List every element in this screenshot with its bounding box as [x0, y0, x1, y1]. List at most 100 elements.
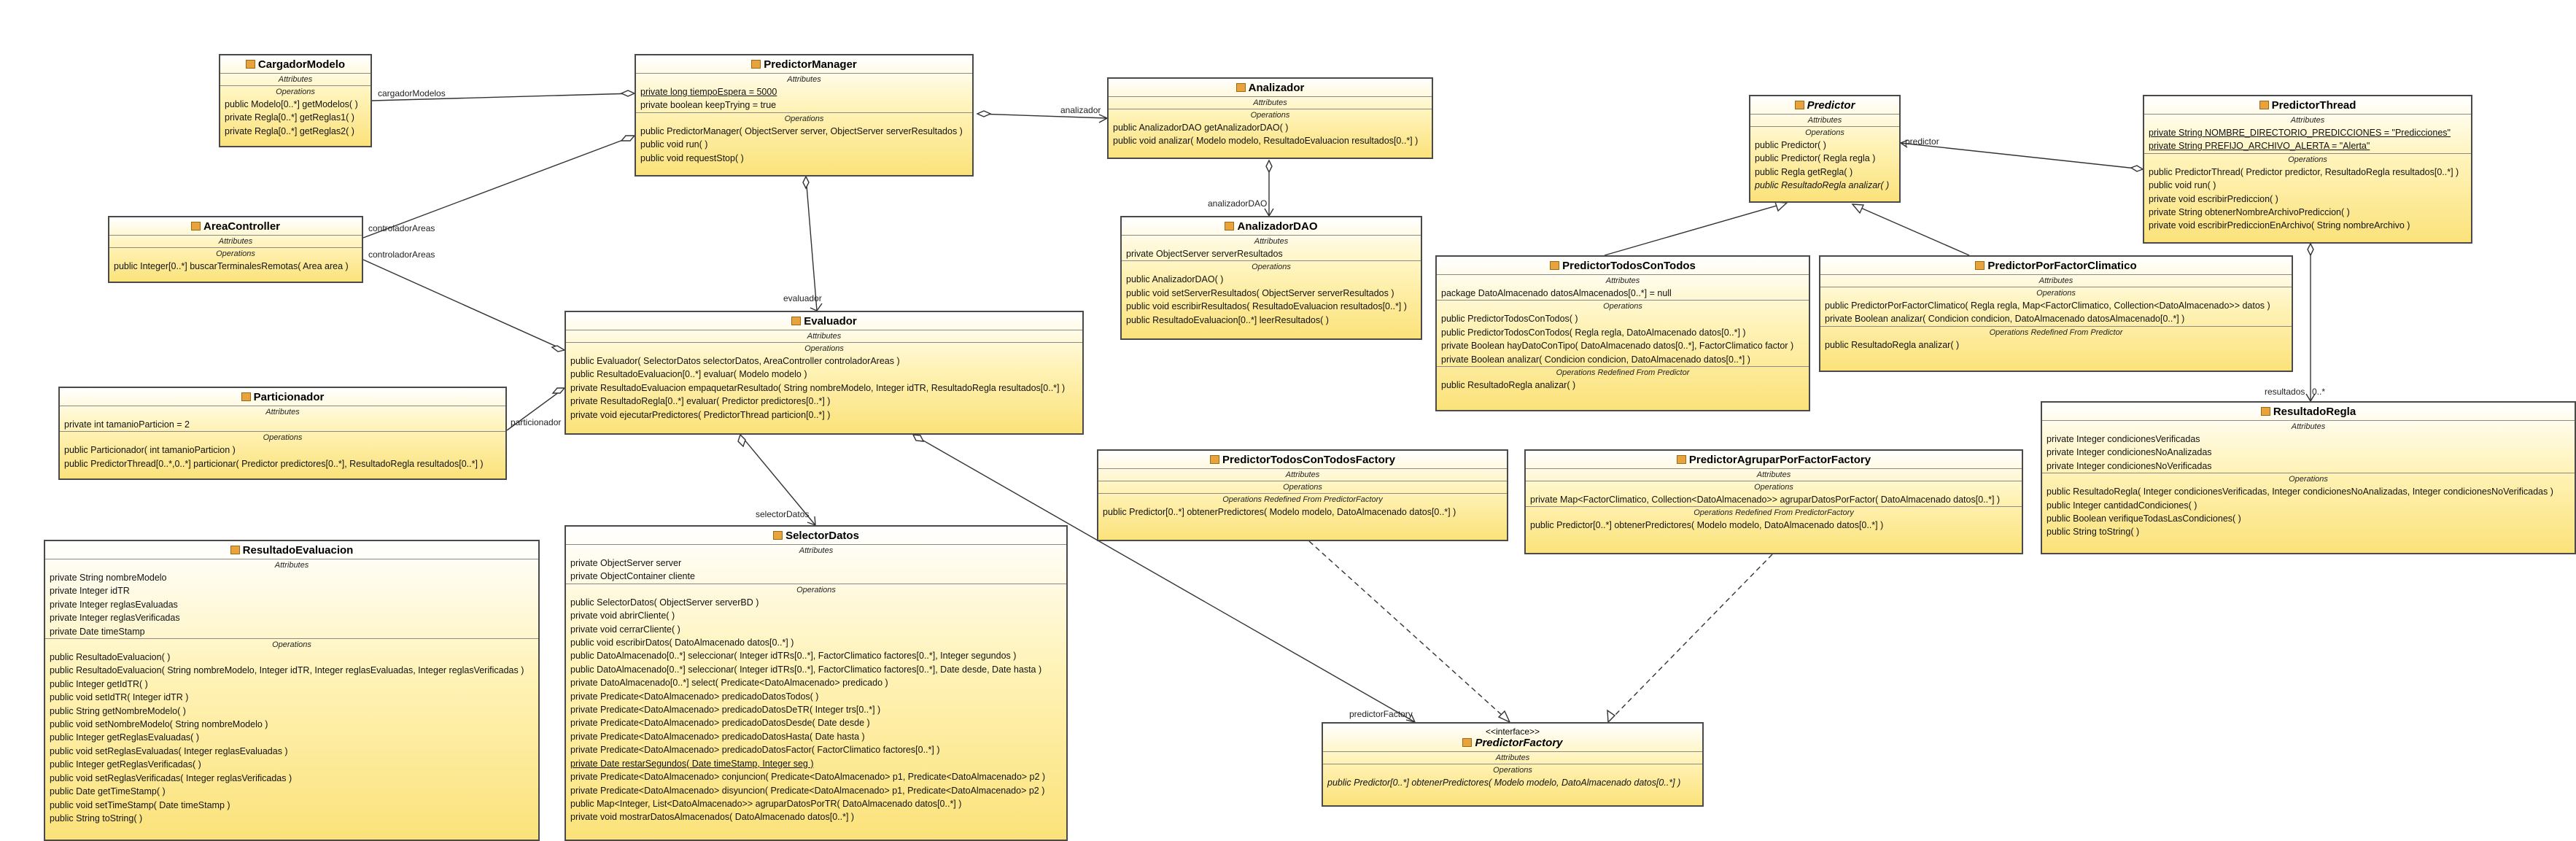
attributes-heading: Attributes [2290, 116, 2325, 125]
redefined-operations-heading: Operations Redefined From Predictor [1556, 368, 1690, 378]
divider [1122, 260, 1421, 262]
redefined-operations-heading: Operations Redefined From PredictorFacto… [1222, 495, 1383, 504]
divider [1437, 366, 1809, 368]
edge-label-cargador-modelos: cargadorModelos [378, 88, 446, 98]
class-icon [2260, 407, 2270, 416]
class-header: Analizador [1109, 79, 1432, 97]
divider [1820, 325, 2292, 327]
attribute-line: private ObjectServer serverResultados [1126, 249, 1283, 259]
attributes-heading: Attributes [1285, 470, 1320, 479]
class-icon [1550, 261, 1560, 270]
redefined-operation-line: public Predictor[0..*] obtenerPredictore… [1530, 520, 1884, 531]
operation-line: private String obtenerNombreArchivoPredi… [2149, 207, 2350, 218]
class-header: SelectorDatos [566, 527, 1066, 545]
operation-line: public ResultadoEvaluacion( String nombr… [50, 665, 524, 676]
divider [1526, 506, 2022, 508]
edge-factor-predictor [1852, 204, 1970, 256]
class-icon [1210, 455, 1220, 464]
operations-heading: Operations [784, 114, 824, 123]
operations-heading: Operations [272, 640, 311, 650]
operation-line: private Regla[0..*] getReglas2( ) [225, 125, 354, 136]
attribute-line: private int tamanioParticion = 2 [64, 419, 190, 430]
operation-line: private Date restarSegundos( Date timeSt… [570, 758, 814, 769]
edge-label-resultados: resultados [2265, 387, 2305, 397]
attribute-line: private Date timeStamp [50, 626, 145, 637]
edge-label-controlador-areas-1: controladorAreas [368, 223, 435, 233]
class-name: ResultadoEvaluacion [242, 544, 354, 557]
redefined-operation-line: public ResultadoRegla analizar( ) [1825, 339, 1960, 350]
operation-line: public Predictor( ) [1755, 140, 1826, 150]
edge-label-selector-datos: selectorDatos [756, 509, 810, 519]
operation-line: public SelectorDatos( ObjectServer serve… [570, 597, 759, 608]
attributes-heading: Attributes [1756, 470, 1791, 479]
operation-line: public Evaluador( SelectorDatos selector… [570, 356, 900, 366]
operation-line: public Date getTimeStamp( ) [50, 786, 166, 797]
class-icon [1975, 261, 1985, 270]
operation-line: public AnalizadorDAO( ) [1126, 274, 1224, 285]
edge-label-resultados-multiplicity: 0..* [2312, 387, 2326, 397]
attribute-line: private String nombreModelo [50, 573, 167, 583]
operation-line: public AnalizadorDAO getAnalizadorDAO( ) [1113, 123, 1289, 133]
attribute-line: private boolean keepTrying = true [640, 100, 777, 111]
class-name: PredictorManager [764, 58, 857, 71]
operation-line: private Predicate<DatoAlmacenado> predic… [570, 731, 865, 742]
operation-line: public void setTimeStamp( Date timeStamp… [50, 799, 230, 810]
operation-line: public ResultadoEvaluacion( ) [50, 652, 171, 663]
operation-line: public void setServerResultados( ObjectS… [1126, 287, 1394, 298]
operations-heading: Operations [1754, 483, 1793, 492]
operation-line: private Predicate<DatoAlmacenado> disyun… [570, 785, 1045, 796]
operation-line: public void run( ) [640, 139, 708, 150]
operation-line: private Regla[0..*] getReglas1( ) [225, 112, 354, 123]
aggregation-diamond [1265, 159, 1273, 174]
class-header: CargadorModelo [220, 55, 371, 74]
divider [1437, 300, 1809, 301]
edge-todosfactory-factory [1308, 540, 1510, 723]
edge-evaluador-factory [912, 434, 1416, 723]
operations-heading: Operations [276, 88, 315, 96]
operation-line: public Modelo[0..*] getModelos( ) [225, 99, 358, 109]
edge-manager-evaluador [805, 176, 818, 311]
operation-line: private Boolean hayDatoConTipo( DatoAlma… [1441, 341, 1794, 352]
aggregation-diamond [2130, 165, 2144, 172]
attributes-heading: Attributes [274, 561, 309, 570]
class-header: Particionador [60, 388, 505, 406]
redefined-operations-heading: Operations Redefined From Predictor [1989, 328, 2123, 337]
class-name: Analizador [1248, 82, 1305, 94]
divider [60, 431, 505, 433]
operations-heading: Operations [1250, 111, 1290, 120]
attributes-heading: Attributes [787, 75, 821, 84]
edge-label-predictor-factory: predictorFactory [1349, 709, 1413, 719]
attributes-heading: Attributes [2038, 276, 2073, 285]
operations-heading: Operations [263, 433, 303, 443]
operation-line: private Predicate<DatoAlmacenado> predic… [570, 705, 881, 716]
operation-line: private Predicate<DatoAlmacenado> conjun… [570, 772, 1046, 783]
attributes-heading: Attributes [807, 332, 842, 341]
aggregation-diamond [737, 433, 746, 448]
operation-line: public Boolean verifiqueTodasLasCondicio… [2047, 513, 2241, 524]
class-header: PredictorThread [2144, 96, 2471, 115]
attribute-line: private Integer condicionesNoAnalizadas [2047, 447, 2212, 458]
aggregation-diamond [976, 110, 992, 117]
operation-line: public Regla getRegla( ) [1755, 166, 1853, 177]
divider [1098, 493, 1507, 494]
operation-line: public PredictorThread[0..*,0..*] partic… [64, 458, 484, 469]
attribute-line: private ObjectServer server [570, 558, 682, 568]
